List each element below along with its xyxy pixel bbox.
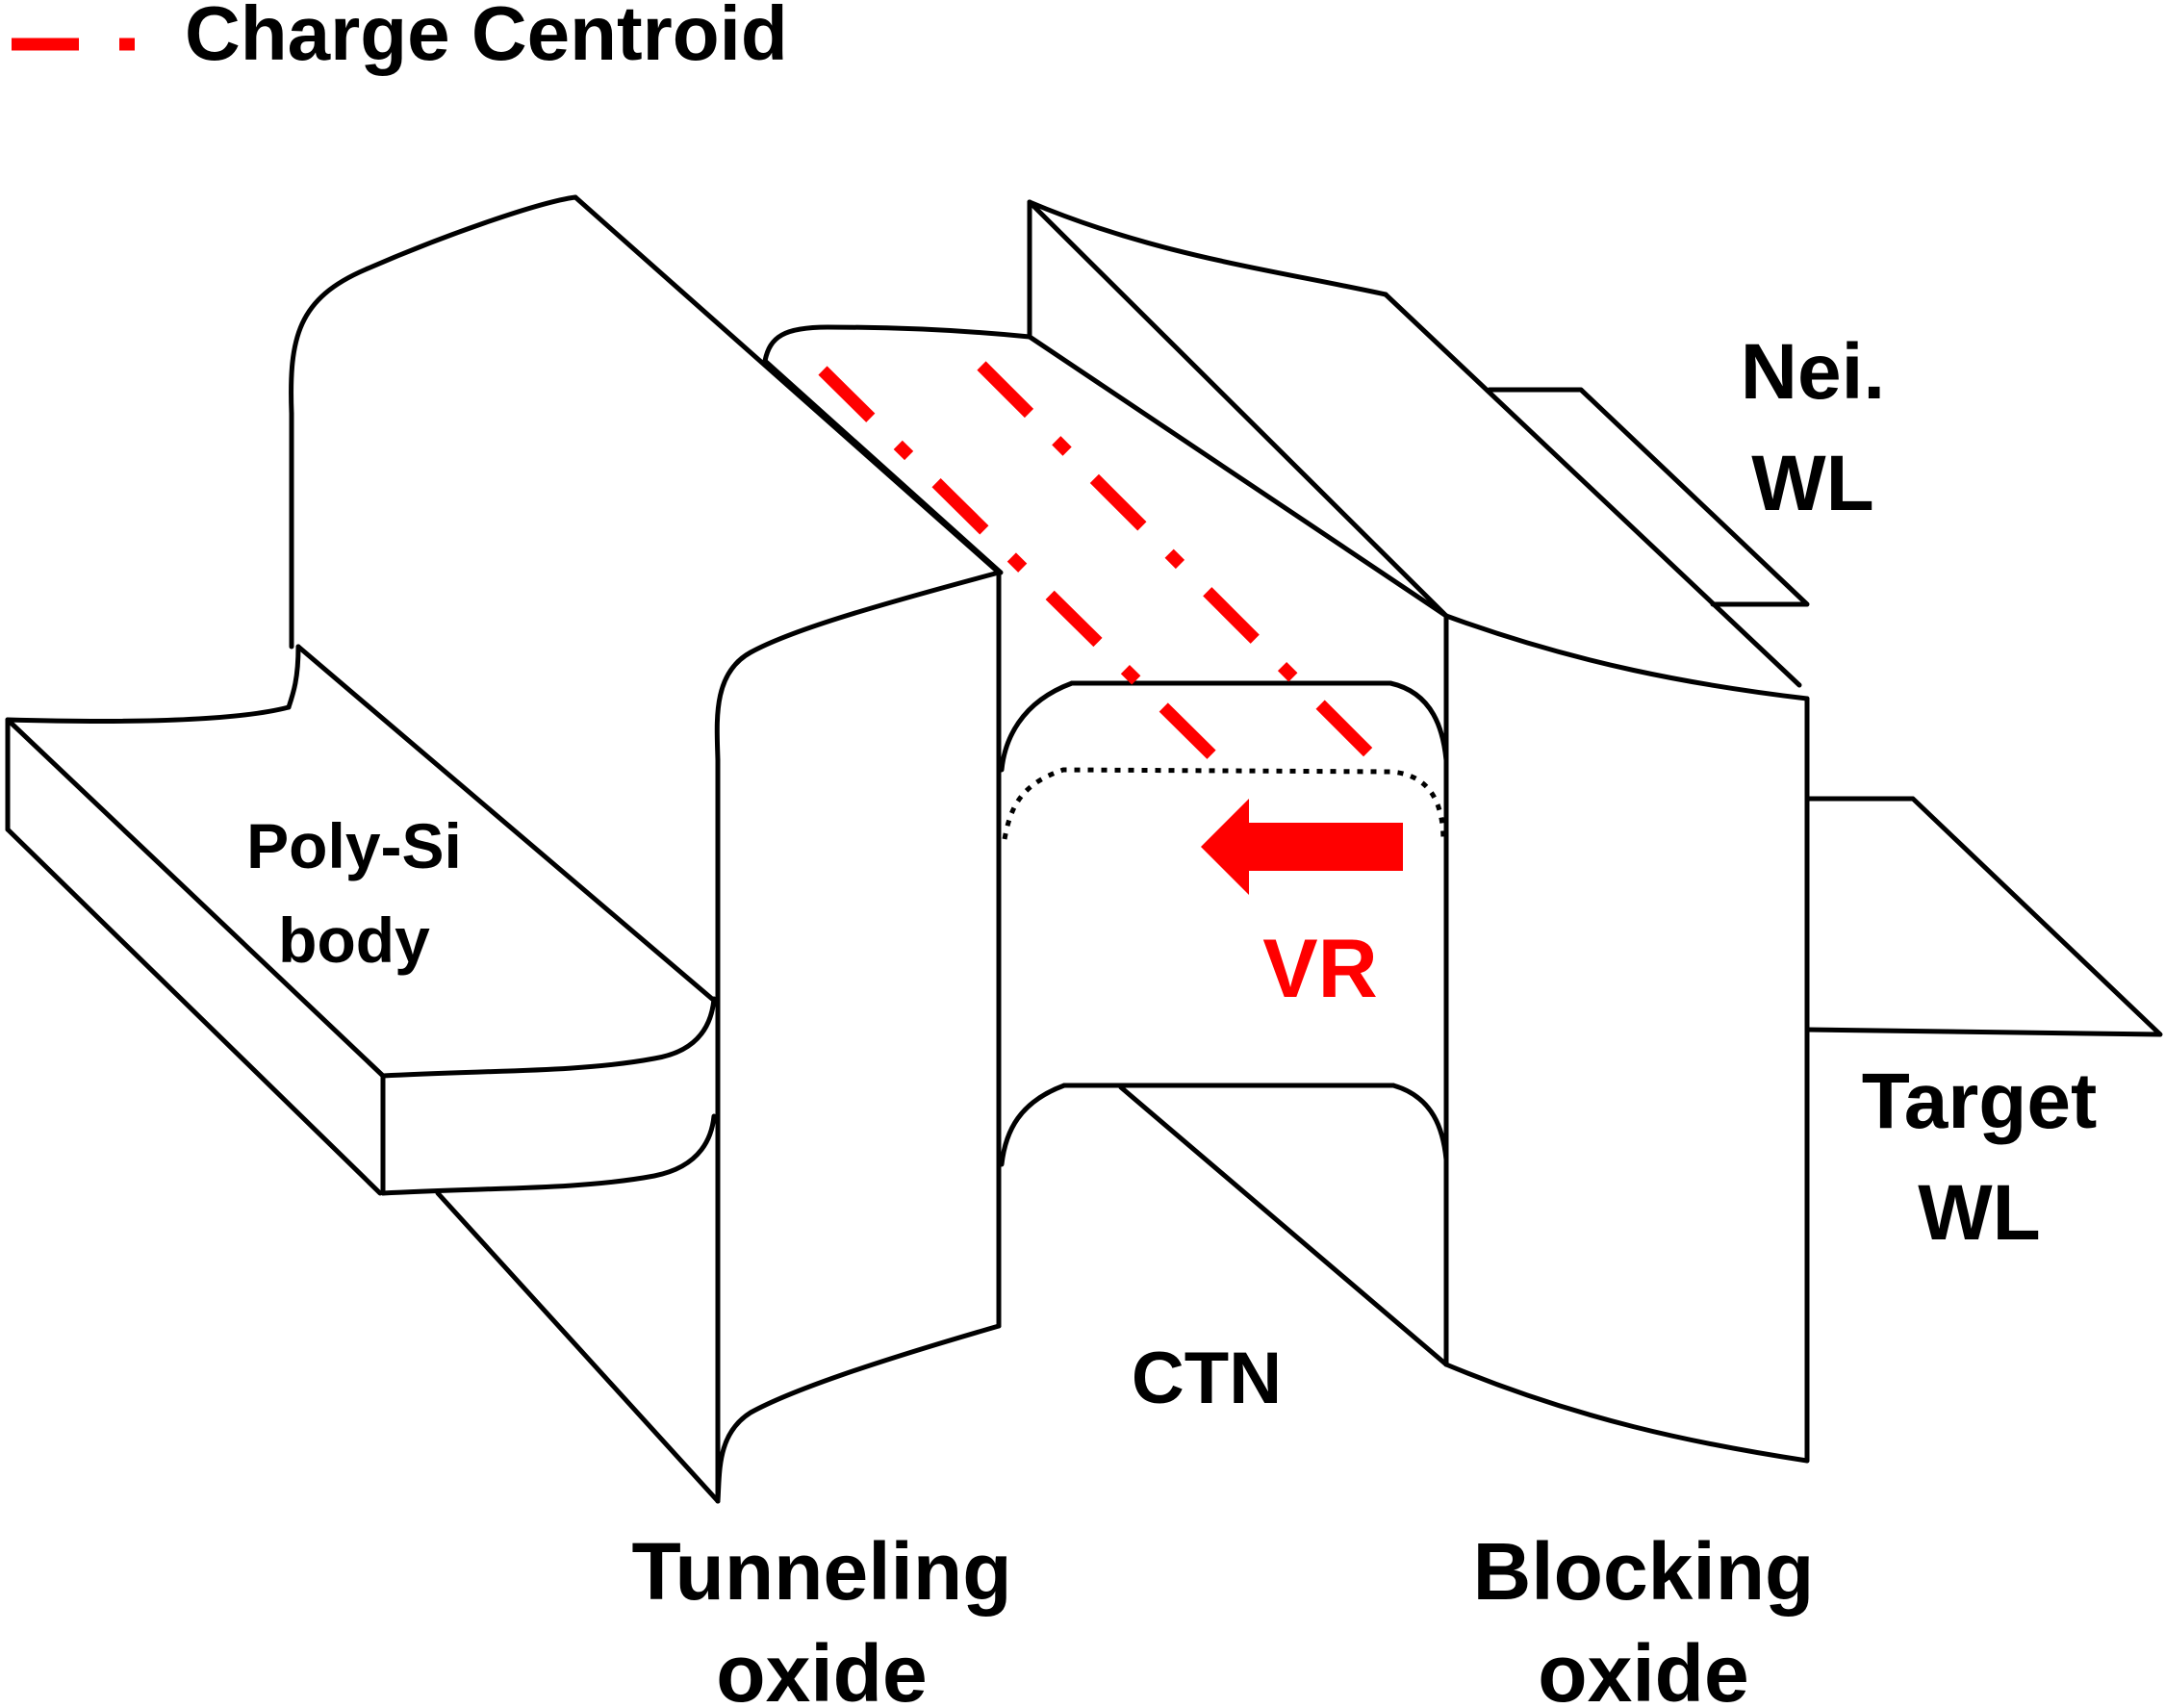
tunneling-oxide-label-line1: Tunneling <box>631 1526 1011 1617</box>
tunneling-oxide-label-line2: oxide <box>716 1628 927 1708</box>
labels: Poly-Si body VR CTN Nei. WL Target WL Tu… <box>246 328 2097 1708</box>
structure-outline <box>5 194 2163 1504</box>
charge-centroid-lines <box>818 361 1390 775</box>
vr-label: VR <box>1262 923 1377 1015</box>
ctn-top-band <box>762 199 1810 688</box>
poly-si-body-label-line2: body <box>278 905 430 976</box>
blocking-oxide-block <box>1443 613 1810 1464</box>
target-wl-label-line2: WL <box>1918 1169 2040 1257</box>
vr-dotted-boundary <box>1002 767 1446 843</box>
ctn-well <box>999 680 1449 1367</box>
vr-arrow <box>1201 799 1403 895</box>
ctn-label: CTN <box>1132 1338 1282 1419</box>
nei-wl-label-line2: WL <box>1751 440 1873 527</box>
tunneling-oxide-block <box>435 570 1002 1504</box>
poly-si-slab <box>5 704 717 1196</box>
legend: Charge Centroid <box>12 0 788 76</box>
blocking-oxide-label-line2: oxide <box>1538 1628 1748 1708</box>
nei-wl-label-line1: Nei. <box>1741 328 1885 416</box>
target-wl-region <box>1804 796 2163 1037</box>
blocking-oxide-label-line1: Blocking <box>1473 1526 1815 1617</box>
legend-label: Charge Centroid <box>185 0 788 76</box>
charge-centroid-line-2 <box>977 361 1390 775</box>
poly-si-body-label-line1: Poly-Si <box>246 810 462 881</box>
target-wl-label-line1: Target <box>1862 1058 2098 1145</box>
